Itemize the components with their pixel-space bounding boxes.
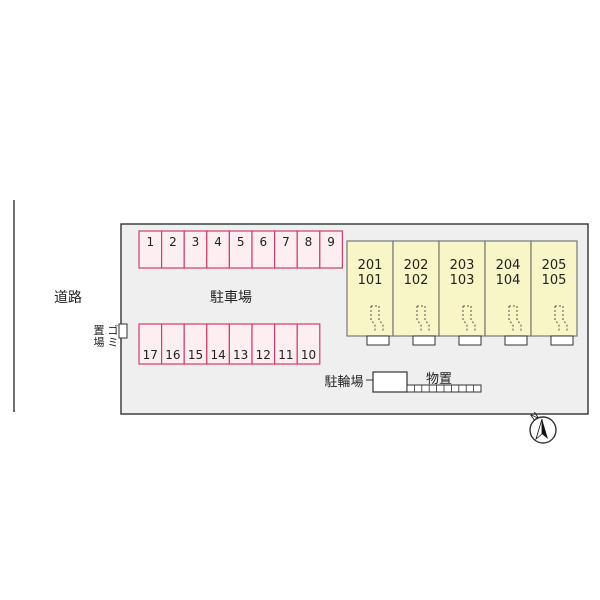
garbage-area: ゴミ置場 <box>94 323 128 349</box>
parking-space-number: 10 <box>301 348 316 362</box>
unit-lower-number: 103 <box>450 273 475 288</box>
storage-racks <box>406 384 482 393</box>
parking-space-number: 14 <box>210 348 225 362</box>
entrance-step <box>550 335 574 346</box>
unit-upper-number: 203 <box>450 258 475 273</box>
parking-row-bottom: 17 16 15 14 13 12 11 10 <box>138 323 321 365</box>
unit-lower-number: 102 <box>404 273 429 288</box>
entrance-step <box>366 335 390 346</box>
unit-lower-number: 104 <box>496 273 521 288</box>
parking-space-number: 5 <box>237 235 245 249</box>
parking-space <box>296 323 321 365</box>
parking-space-number: 6 <box>259 235 267 249</box>
unit-block <box>346 240 394 337</box>
unit-block <box>438 240 486 337</box>
parking-space-number: 4 <box>214 235 222 249</box>
parking-space-number: 11 <box>278 348 293 362</box>
entrance-step <box>504 335 528 346</box>
parking-space-number: 16 <box>165 348 180 362</box>
parking-space-number: 9 <box>327 235 335 249</box>
parking-space <box>319 230 343 269</box>
entrance-step <box>458 335 482 346</box>
unit-lower-number: 105 <box>542 273 567 288</box>
stair-outline <box>508 305 522 332</box>
unit-upper-number: 205 <box>542 258 567 273</box>
parking-space-number: 12 <box>256 348 271 362</box>
road-label: 道路 <box>54 290 82 306</box>
unit-upper-number: 204 <box>496 258 521 273</box>
parking-space-number: 7 <box>282 235 290 249</box>
parking-space-number: 15 <box>188 348 203 362</box>
entrance-step <box>412 335 436 346</box>
parking-space-number: 1 <box>146 235 154 249</box>
unit-upper-number: 201 <box>358 258 383 273</box>
stair-outline <box>462 305 476 332</box>
unit-block <box>484 240 532 337</box>
parking-space-number: 2 <box>169 235 177 249</box>
garbage-box <box>118 323 128 339</box>
parking-space-number: 17 <box>143 348 158 362</box>
parking-label: 駐車場 <box>210 289 252 306</box>
unit-block <box>530 240 578 337</box>
bicycle-parking-label: 駐輪場 <box>324 374 363 390</box>
unit-block <box>392 240 440 337</box>
unit-upper-number: 202 <box>404 258 429 273</box>
north-compass-icon <box>529 416 557 444</box>
parking-space-number: 13 <box>233 348 248 362</box>
stair-outline <box>370 305 384 332</box>
garbage-label: ゴミ置場 <box>94 323 119 349</box>
parking-space-number: 3 <box>192 235 200 249</box>
stair-outline <box>554 305 568 332</box>
unit-lower-number: 101 <box>358 273 383 288</box>
stair-outline <box>416 305 430 332</box>
bicycle-parking <box>372 371 408 393</box>
parking-space-number: 8 <box>305 235 313 249</box>
storage-label: 物置 <box>426 372 452 387</box>
